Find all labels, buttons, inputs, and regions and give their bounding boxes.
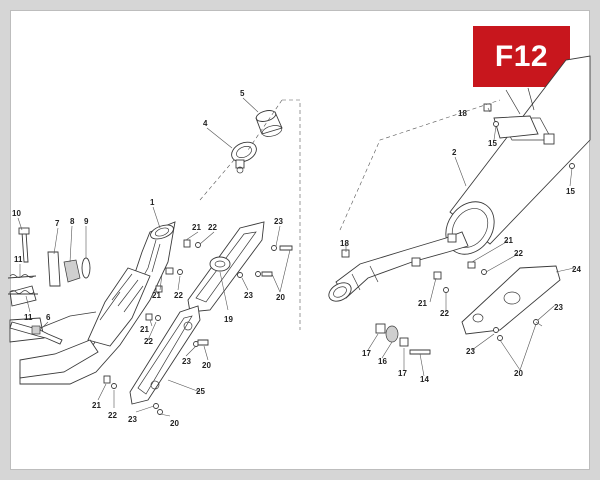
callout-22-f: 22 [440,309,449,318]
callout-6: 6 [46,313,51,322]
lambda-sensor [9,321,63,345]
callout-23-b: 23 [244,291,253,300]
callout-17-right: 17 [398,369,407,378]
callout-25: 25 [196,387,205,396]
callout-23-e: 23 [554,303,563,312]
link-pipe [328,231,469,302]
callout-17-left: 17 [362,349,371,358]
gasket-set [7,227,91,295]
callout-21-b: 21 [152,291,161,300]
muffler [445,55,591,255]
callout-22-b: 22 [174,291,183,300]
callout-2: 2 [452,148,457,157]
callout-9: 9 [84,217,89,226]
callout-21-d: 21 [92,401,101,410]
clamp [231,141,257,174]
callout-24: 24 [572,265,581,274]
leader-lines [17,97,575,417]
callout-1: 1 [150,198,155,207]
callout-23-a: 23 [274,217,283,226]
callout-labels: 1 2 4 5 6 7 8 9 10 11 11 14 15 15 16 17 … [12,89,581,428]
callout-11-bottom: 11 [24,313,33,322]
callout-21-e: 21 [504,236,513,245]
callout-7: 7 [55,219,60,228]
diagram-border [10,10,590,470]
callout-5: 5 [240,89,245,98]
callout-16: 16 [378,357,387,366]
callout-21-c: 21 [140,325,149,334]
callout-23-f: 23 [466,347,475,356]
heat-shield-24 [461,265,561,335]
callout-23-d: 23 [128,415,137,424]
callout-15-upper: 15 [488,139,497,148]
callout-20-c: 20 [170,419,179,428]
sleeve [255,110,283,137]
callout-22-d: 22 [108,411,117,420]
callout-23-c: 23 [182,357,191,366]
callout-18-pipe: 18 [340,239,349,248]
right-hardware [341,103,575,355]
callout-19: 19 [224,315,233,324]
callout-20-a: 20 [276,293,285,302]
callout-14: 14 [420,375,429,384]
callout-15-lower: 15 [566,187,575,196]
callout-22-e: 22 [514,249,523,258]
callout-20-d: 20 [514,369,523,378]
heat-shield-25 [129,305,201,405]
callout-11-top: 11 [14,255,23,264]
callout-21-a: 21 [192,223,201,232]
header-pipe [9,221,176,385]
callout-4: 4 [203,119,208,128]
callout-18-top: 18 [458,109,467,118]
callout-10: 10 [12,209,21,218]
callout-21-f: 21 [418,299,427,308]
callout-22-c: 22 [144,337,153,346]
callout-8: 8 [70,217,75,226]
callout-22-a: 22 [208,223,217,232]
left-hardware [103,239,293,415]
callout-20-b: 20 [202,361,211,370]
